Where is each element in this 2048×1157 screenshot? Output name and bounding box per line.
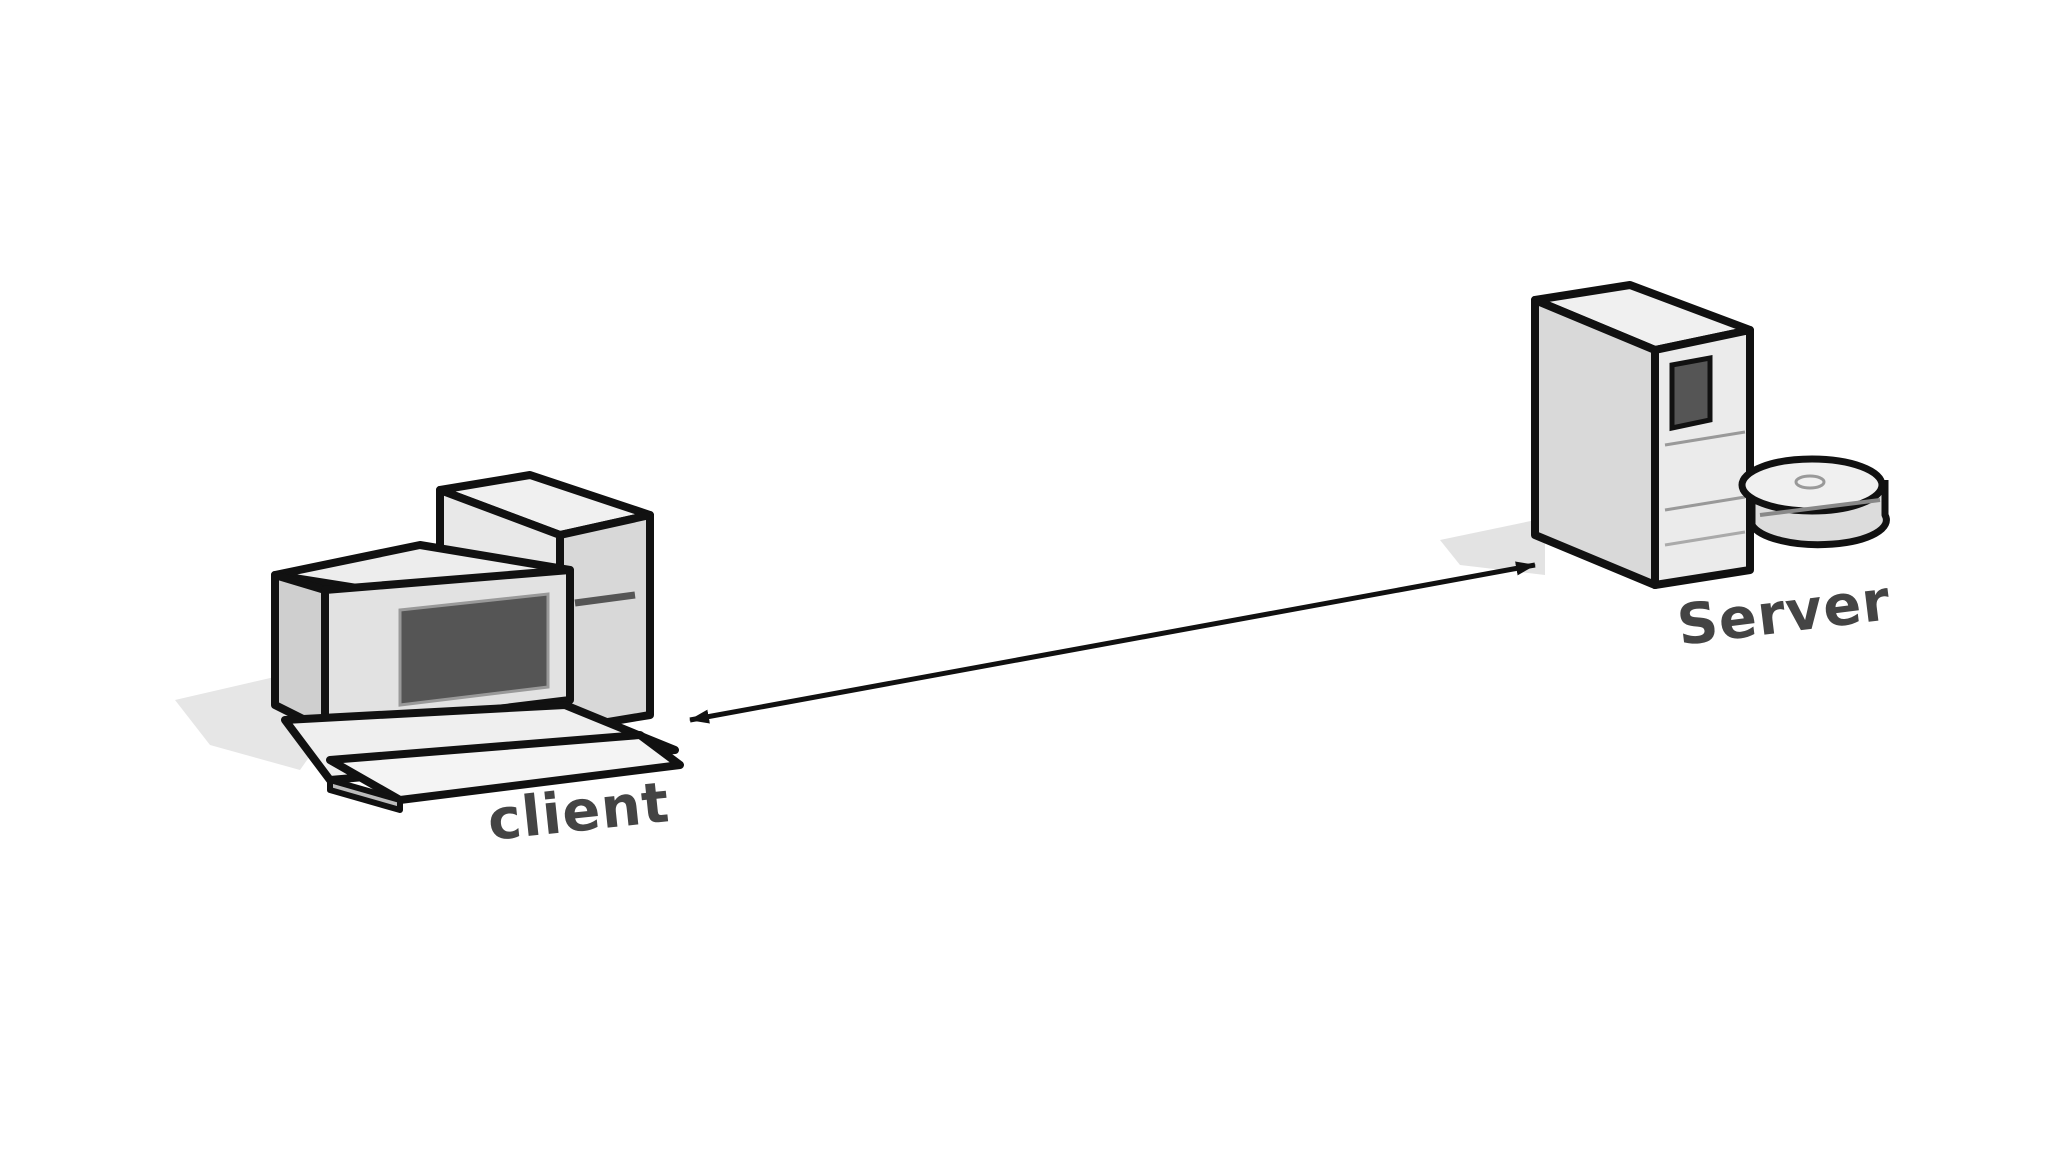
server-label: Server <box>1674 568 1894 659</box>
server-shadow <box>1440 518 1545 575</box>
client-monitor-left <box>271 571 329 734</box>
server-front-bay <box>1669 354 1713 432</box>
disk-top <box>1738 455 1886 515</box>
client-keyboard-lower <box>326 731 684 804</box>
desktop-computer-icon <box>175 471 684 813</box>
tower-server-icon <box>1440 281 1890 589</box>
client-server-connection <box>689 561 1536 724</box>
client-monitor-screen <box>398 592 550 707</box>
disk-drive-icon <box>1738 455 1890 549</box>
client-keyboard-edge <box>327 777 403 813</box>
disk-stripe <box>1759 498 1881 517</box>
server-left-side <box>1531 296 1659 589</box>
server-node: Server <box>1440 281 1894 659</box>
disk-hub <box>1794 474 1826 490</box>
server-vent-3 <box>1664 530 1746 547</box>
server-vent-2 <box>1664 495 1746 512</box>
client-node: client <box>175 471 684 854</box>
server-vent-1 <box>1664 430 1746 447</box>
client-tower-drive <box>574 591 636 607</box>
